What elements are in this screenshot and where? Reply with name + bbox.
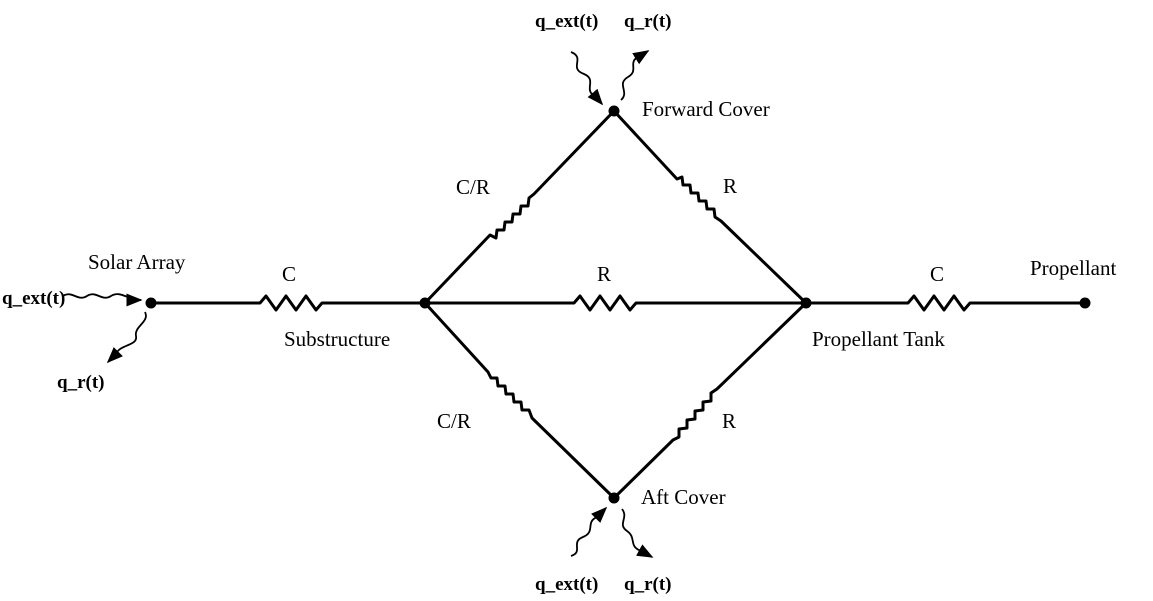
label-propellant: Propellant bbox=[1030, 256, 1116, 280]
aft-outgoing-flux-arrow bbox=[621, 508, 654, 558]
branch-forward-tank bbox=[612, 109, 808, 305]
label-aft-tank-element: R bbox=[722, 409, 736, 433]
node-substructure bbox=[419, 297, 431, 309]
label-solar-substructure-element: C bbox=[282, 262, 296, 286]
node-forward-cover bbox=[608, 105, 620, 117]
branch-substructure-forward bbox=[423, 109, 616, 305]
label-solar-incoming-flux: q_ext(t) bbox=[2, 288, 65, 309]
label-forward-outgoing-flux: q_r(t) bbox=[624, 11, 671, 32]
label-tank-propellant-element: C bbox=[930, 262, 944, 286]
label-aft-cover: Aft Cover bbox=[641, 485, 726, 509]
solar-outgoing-flux-arrow bbox=[106, 311, 147, 364]
label-substructure-forward-element: C/R bbox=[456, 175, 490, 199]
label-solar-array: Solar Array bbox=[88, 250, 186, 274]
label-forward-incoming-flux: q_ext(t) bbox=[535, 11, 598, 32]
label-substructure: Substructure bbox=[284, 327, 390, 351]
branch-substructure-aft bbox=[423, 301, 616, 500]
label-propellant-tank: Propellant Tank bbox=[812, 327, 945, 351]
label-substructure-aft-element: C/R bbox=[437, 409, 471, 433]
branch-substructure-tank bbox=[423, 294, 808, 312]
node-aft-cover bbox=[608, 492, 620, 504]
label-aft-outgoing-flux: q_r(t) bbox=[624, 574, 671, 595]
node-solar-array bbox=[145, 297, 157, 309]
branch-solar-substructure bbox=[149, 294, 427, 312]
branch-aft-tank bbox=[612, 301, 808, 500]
branch-tank-propellant bbox=[804, 294, 1087, 312]
label-forward-cover: Forward Cover bbox=[642, 97, 770, 121]
label-solar-outgoing-flux: q_r(t) bbox=[57, 372, 104, 393]
node-propellant bbox=[1079, 297, 1091, 309]
label-forward-tank-element: R bbox=[723, 174, 737, 198]
forward-incoming-flux-arrow bbox=[570, 51, 604, 106]
label-aft-incoming-flux: q_ext(t) bbox=[535, 574, 598, 595]
forward-outgoing-flux-arrow bbox=[620, 50, 650, 101]
solar-incoming-flux-arrow bbox=[62, 293, 143, 307]
aft-incoming-flux-arrow bbox=[570, 506, 608, 557]
node-propellant-tank bbox=[800, 297, 812, 309]
label-substructure-tank-element: R bbox=[597, 262, 611, 286]
